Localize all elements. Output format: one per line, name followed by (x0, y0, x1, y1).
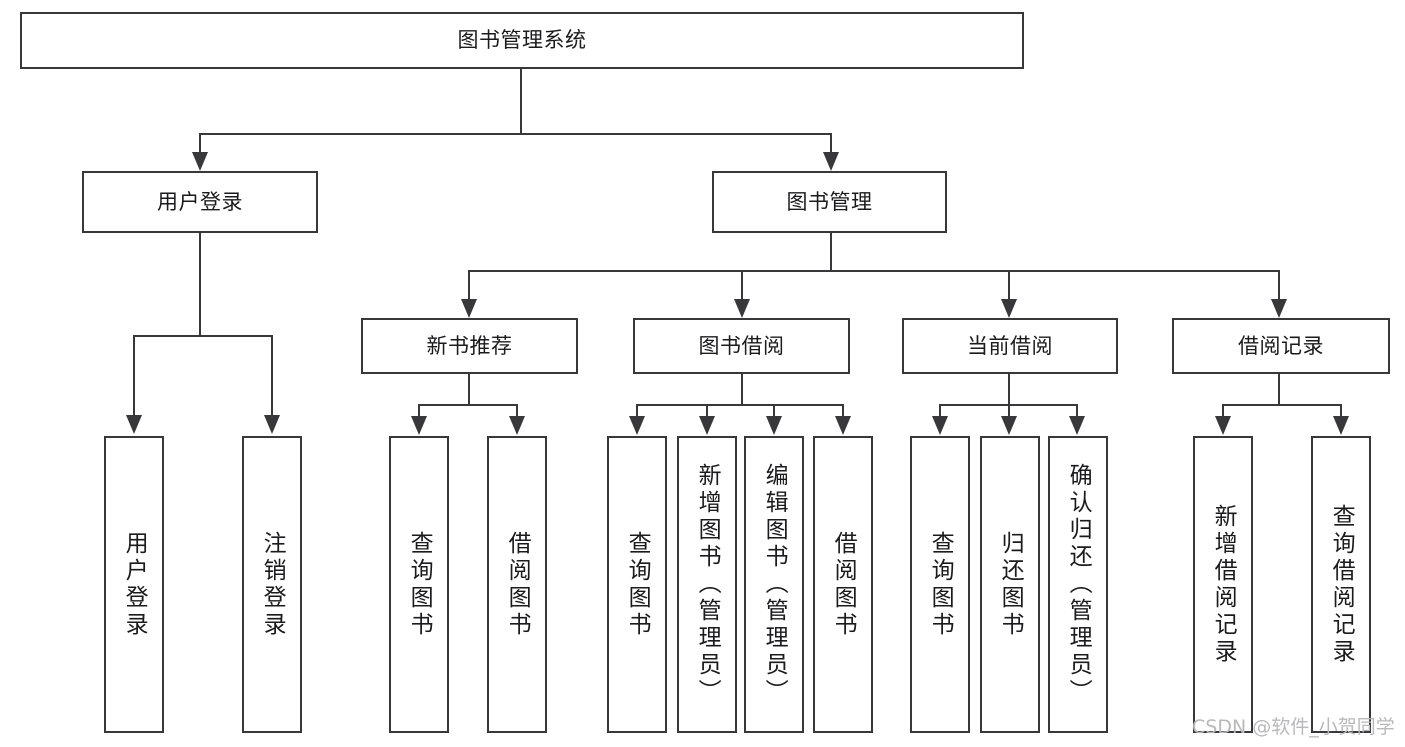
arrow-currentborrow-leaf1 (932, 416, 948, 435)
connector-user-login-bar (133, 335, 272, 338)
connector-level3-bar (468, 270, 1279, 273)
node-label: 查询图书 (927, 530, 954, 639)
arrow-to-leaf-logout (264, 415, 280, 434)
connector-book-borrow-leaf1 (636, 404, 639, 418)
node-user-login[interactable]: 用户登录 (82, 171, 318, 233)
arrow-to-book-mgmt (823, 152, 839, 171)
arrow-borrowrecord-leaf1 (1215, 416, 1231, 435)
node-label: 新书推荐 (426, 333, 513, 358)
node-label: 当前借阅 (967, 333, 1053, 358)
node-book-borrow[interactable]: 图书借阅 (633, 318, 850, 374)
arrow-newbook-leaf2 (509, 416, 525, 435)
connector-borrow-record-trunk (1278, 373, 1281, 406)
node-label: 编辑图书（管理员） (761, 463, 788, 706)
connector-current-borrow-leaf1 (939, 404, 942, 418)
node-label: 归还图书 (997, 530, 1024, 639)
connector-new-book-bar (418, 404, 518, 407)
connector-user-login-leaf1 (133, 335, 136, 417)
connector-current-borrow-leaf2 (1008, 404, 1011, 418)
leaf-currentborrow-confirm-return-admin[interactable]: 确认归还（管理员） (1048, 436, 1108, 733)
connector-to-book-borrow (741, 270, 744, 300)
arrow-to-user-login (192, 152, 208, 171)
connector-book-borrow-leaf3 (773, 404, 776, 418)
node-label: 图书管理系统 (457, 28, 587, 53)
connector-root-trunk (520, 68, 523, 134)
node-label: 注销登录 (259, 530, 286, 639)
leaf-logout[interactable]: 注销登录 (242, 436, 302, 733)
node-label: 确认归还（管理员） (1065, 463, 1092, 706)
connector-book-borrow-bar (636, 404, 844, 407)
leaf-newbook-borrow-book[interactable]: 借阅图书 (487, 436, 547, 733)
node-label: 查询图书 (624, 530, 651, 639)
connector-user-login-leaf2 (271, 335, 274, 417)
leaf-currentborrow-query-book[interactable]: 查询图书 (910, 436, 970, 733)
node-label: 图书管理 (786, 189, 873, 214)
leaf-borrowrecord-query-record[interactable]: 查询借阅记录 (1311, 436, 1371, 733)
node-label: 用户登录 (157, 189, 243, 214)
csdn-watermark: CSDN @软件_小贺同学 (1192, 716, 1395, 738)
connector-to-borrow-record (1278, 270, 1281, 300)
leaf-newbook-query-book[interactable]: 查询图书 (389, 436, 449, 733)
node-label: 借阅记录 (1238, 333, 1324, 358)
arrow-newbook-leaf1 (411, 416, 427, 435)
node-new-book-recommend[interactable]: 新书推荐 (361, 318, 578, 374)
node-label: 图书借阅 (698, 333, 785, 358)
arrow-borrowrecord-leaf2 (1333, 416, 1349, 435)
connector-book-borrow-leaf4 (842, 404, 845, 418)
arrow-bookborrow-leaf2 (699, 416, 715, 435)
connector-new-book-trunk (468, 373, 471, 406)
connector-borrow-record-bar (1222, 404, 1342, 407)
leaf-bookborrow-add-book-admin[interactable]: 新增图书（管理员） (677, 436, 737, 733)
arrow-bookborrow-leaf1 (629, 416, 645, 435)
connector-book-borrow-leaf2 (706, 404, 709, 418)
node-label: 查询借阅记录 (1328, 503, 1355, 666)
leaf-currentborrow-return-book[interactable]: 归还图书 (980, 436, 1040, 733)
connector-to-new-book (468, 270, 471, 300)
leaf-bookborrow-borrow-book[interactable]: 借阅图书 (813, 436, 873, 733)
node-label: 用户登录 (121, 530, 148, 639)
node-label: 借阅图书 (830, 530, 857, 639)
arrow-bookborrow-leaf3 (766, 416, 782, 435)
node-current-borrow[interactable]: 当前借阅 (902, 318, 1118, 374)
node-label: 新增借阅记录 (1210, 503, 1237, 666)
arrow-to-borrow-record (1271, 299, 1287, 318)
arrow-to-leaf-user-login (126, 415, 142, 434)
connector-current-borrow-leaf3 (1076, 404, 1079, 418)
node-label: 查询图书 (406, 530, 433, 639)
connector-new-book-leaf1 (418, 404, 421, 418)
connector-root-bar (199, 133, 831, 136)
node-label: 新增图书（管理员） (694, 463, 721, 706)
leaf-borrowrecord-add-record[interactable]: 新增借阅记录 (1193, 436, 1253, 733)
connector-current-borrow-trunk (1008, 373, 1011, 406)
arrow-currentborrow-leaf3 (1069, 416, 1085, 435)
arrow-to-current-borrow (1001, 299, 1017, 318)
connector-borrow-record-leaf2 (1340, 404, 1343, 418)
arrow-bookborrow-leaf4 (835, 416, 851, 435)
node-label: 借阅图书 (504, 530, 531, 639)
connector-book-mgmt-trunk (830, 232, 833, 272)
arrow-to-book-borrow (734, 299, 750, 318)
leaf-bookborrow-edit-book-admin[interactable]: 编辑图书（管理员） (744, 436, 804, 733)
connector-root-to-book-mgmt (830, 133, 833, 157)
node-book-management[interactable]: 图书管理 (712, 171, 947, 233)
connector-new-book-leaf2 (516, 404, 519, 418)
node-borrow-record[interactable]: 借阅记录 (1172, 318, 1390, 374)
connector-root-to-user-login (199, 133, 202, 157)
leaf-user-login[interactable]: 用户登录 (104, 436, 164, 733)
leaf-bookborrow-query-book[interactable]: 查询图书 (607, 436, 667, 733)
node-root-book-management-system[interactable]: 图书管理系统 (20, 12, 1024, 69)
connector-to-current-borrow (1008, 270, 1011, 300)
connector-user-login-trunk (199, 232, 202, 336)
arrow-to-new-book (461, 299, 477, 318)
connector-book-borrow-trunk (741, 373, 744, 406)
connector-borrow-record-leaf1 (1222, 404, 1225, 418)
arrow-currentborrow-leaf2 (1001, 416, 1017, 435)
